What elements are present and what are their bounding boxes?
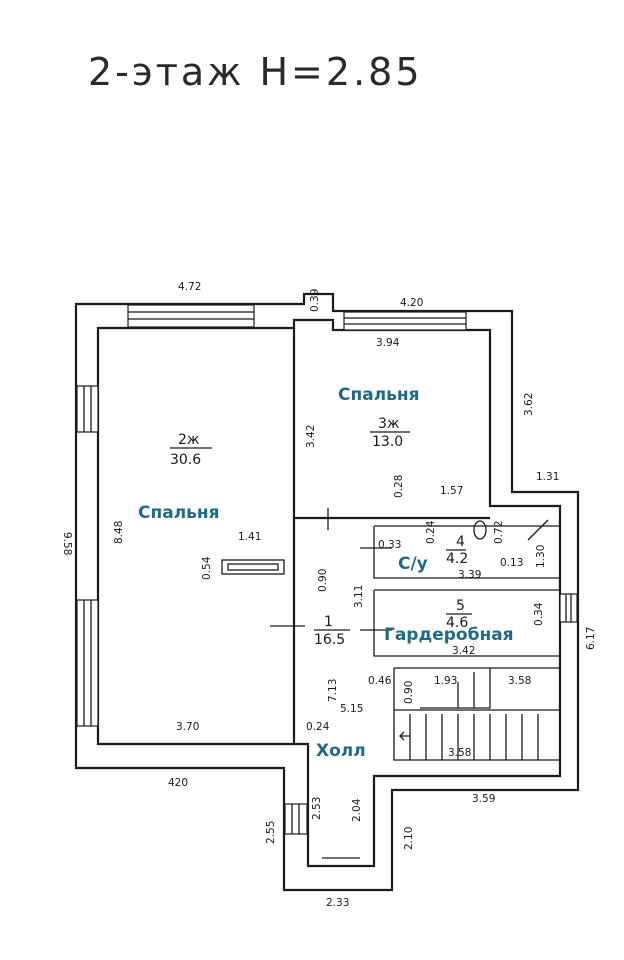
dim-label: 3.70 [176,721,199,733]
room-area: 30.6 [170,452,201,468]
outer-wall-outer [74,292,580,892]
room-area: 16.5 [314,632,345,648]
room-label-bathroom: С/у [398,554,428,574]
dim-label: 1.41 [238,531,261,543]
dim-label: 2.04 [351,798,363,822]
room-label-bedroom-small: Спальня [338,385,420,405]
window-left-upper [76,385,99,433]
dim-label: 0.90 [317,569,329,592]
room-number: 2ж [178,432,200,448]
dim-label: 0.24 [306,721,330,733]
floor-title: 2-этаж H=2.85 [88,50,423,94]
outer-wall-inner [96,318,562,868]
room-area: 4.2 [446,551,468,567]
dim-label: 5.15 [340,703,363,715]
dim-label: 0.72 [493,521,505,544]
room-number: 3ж [378,416,400,432]
dim-label: 0.46 [368,675,392,687]
dim-label: 8.48 [113,521,125,544]
room-area: 4.6 [446,615,468,631]
room-number: 1 [324,614,333,630]
dim-label: 0.28 [393,475,405,498]
dim-label: 3.62 [523,393,535,416]
window-left-lower [76,599,99,727]
wall-bathroom [373,525,560,579]
room-area: 13.0 [372,434,403,450]
room-label-hall: Холл [316,741,366,761]
dim-label: 3.94 [376,337,400,349]
dim-label: 3.58 [448,747,471,759]
dim-label: 4.72 [178,281,201,293]
dim-label: 3.11 [353,585,365,608]
dim-label: 3.59 [472,793,495,805]
toilet-icon [473,520,487,540]
fixture-niche [221,559,285,575]
room-number: 4 [456,534,465,550]
dim-label: 0.90 [403,681,415,704]
fixture-niche-inner [227,563,279,571]
window-entrance-left [284,803,308,835]
room-label-wardrobe: Гардеробная [384,625,514,645]
dim-label: 420 [168,777,188,789]
dim-label: 6.17 [585,627,597,650]
room-number: 5 [456,598,465,614]
window-top-left [127,304,255,328]
dim-label: 1.93 [434,675,457,687]
dim-label: 9.58 [61,532,73,555]
dim-label: 4.20 [400,297,423,309]
dim-label: 1.57 [440,485,463,497]
wall-wardrobe [373,589,560,657]
dim-label: 1.31 [536,471,559,483]
dim-label: 7.13 [327,679,339,702]
dim-label: 2.55 [265,821,277,844]
dim-label: 0.24 [425,520,437,544]
window-top-right [343,311,467,331]
dim-label: 1.30 [535,545,547,568]
dim-label: 2.33 [326,897,349,909]
dim-label: 3.58 [508,675,531,687]
dim-label: 0.33 [378,539,401,551]
dim-label: 2.53 [311,797,323,820]
dim-label: 3.39 [458,569,481,581]
dim-label: 2.10 [403,827,415,850]
dim-label: 0.54 [201,556,213,580]
room-label-bedroom-large: Спальня [138,503,220,523]
dim-label: 0.34 [533,602,545,626]
dim-label: 0.39 [309,289,321,312]
door-swing-bath [527,519,549,541]
window-right [559,593,578,623]
dim-label: 3.42 [452,645,475,657]
dim-label: 0.13 [500,557,523,569]
wall-stairs [393,667,560,761]
staircase [394,668,560,760]
dim-label: 3.42 [305,425,317,448]
